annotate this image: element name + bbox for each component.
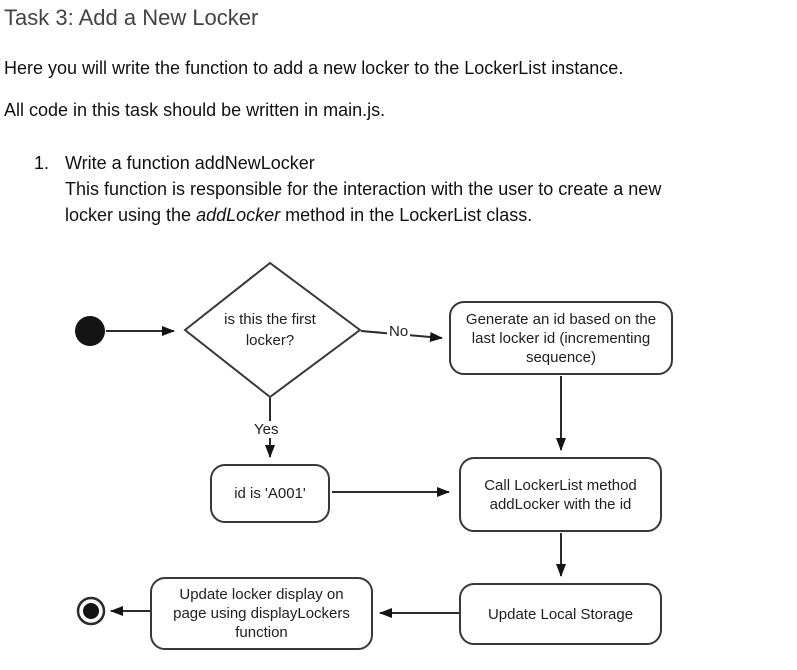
task-list-item: Write a function addNewLocker This funct… [65, 150, 795, 228]
node-id-a001: id is 'A001' [210, 464, 330, 523]
start-node [75, 316, 105, 346]
node-update-local-storage: Update Local Storage [459, 583, 662, 645]
edge-label-yes: Yes [252, 421, 281, 438]
list-item-line3-pre: locker using the [65, 205, 197, 225]
end-node-inner [83, 603, 99, 619]
list-item-line3: locker using the addLocker method in the… [65, 202, 795, 228]
page-title: Task 3: Add a New Locker [4, 5, 259, 30]
list-item-line3-italic: addLocker [196, 205, 281, 225]
node-call-addlocker: Call LockerList method addLocker with th… [459, 457, 662, 532]
node-update-display: Update locker display on page using disp… [150, 577, 373, 650]
intro-paragraph: Here you will write the function to add … [4, 58, 624, 78]
decision-question: is this the first locker? [224, 311, 316, 349]
edge-label-no: No [387, 323, 411, 340]
list-item-line1: Write a function addNewLocker [65, 153, 315, 173]
list-item-number: 1. [34, 153, 50, 173]
list-item-line3-post: method in the LockerList class. [280, 205, 533, 225]
list-item-line2: This function is responsible for the int… [65, 179, 662, 199]
decision-diamond [183, 261, 362, 399]
node-generate-id: Generate an id based on the last locker … [449, 301, 673, 375]
code-location-paragraph: All code in this task should be written … [4, 100, 386, 120]
